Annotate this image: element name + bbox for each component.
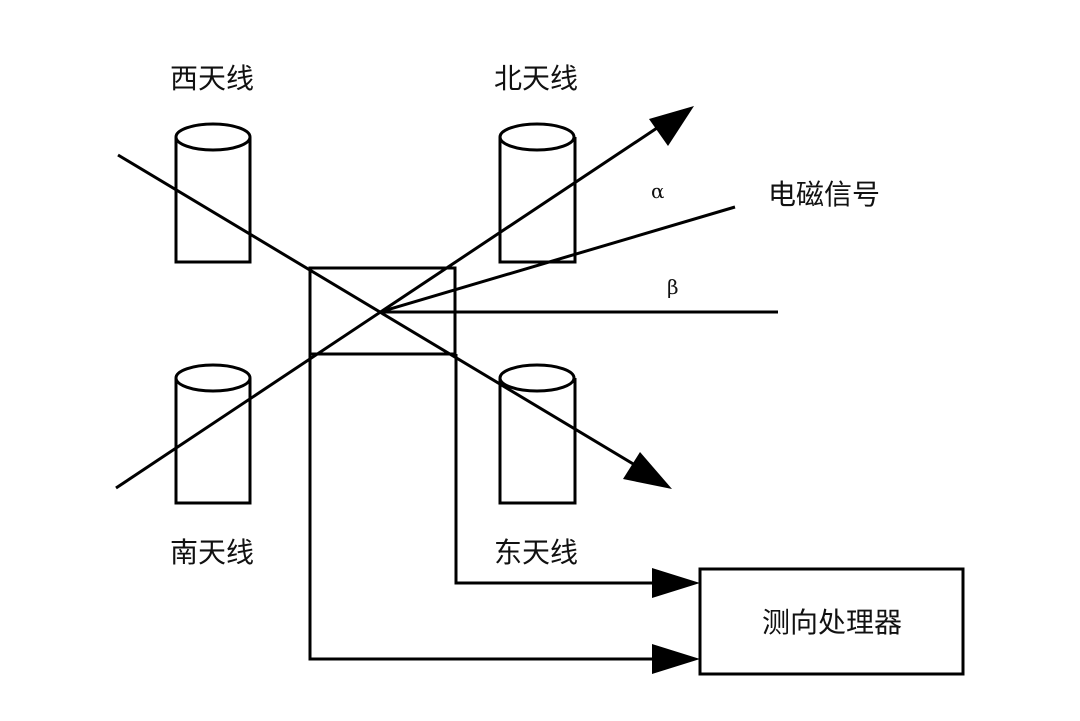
label-beta: β bbox=[667, 275, 679, 299]
label-signal: 电磁信号 bbox=[768, 178, 880, 211]
label-west-antenna: 西天线 bbox=[170, 62, 254, 95]
signal-line bbox=[379, 205, 736, 314]
axis-line-sw-ne bbox=[115, 124, 661, 490]
arrowhead-south-connection bbox=[652, 644, 700, 674]
antenna-north bbox=[498, 122, 577, 264]
label-processor: 测向处理器 bbox=[762, 606, 902, 639]
antenna-west bbox=[174, 122, 252, 264]
label-north-antenna: 北天线 bbox=[494, 62, 578, 95]
label-south-antenna: 南天线 bbox=[170, 536, 254, 569]
processor-box bbox=[698, 567, 965, 676]
label-east-antenna: 东天线 bbox=[494, 536, 578, 569]
south-connection-line bbox=[308, 354, 655, 661]
antenna-south bbox=[174, 363, 252, 505]
antenna-east bbox=[498, 363, 577, 505]
label-alpha: α bbox=[651, 179, 665, 203]
arrowhead-se bbox=[623, 452, 672, 489]
arrowhead-east-connection bbox=[652, 568, 700, 598]
arrowhead-ne bbox=[649, 106, 694, 146]
east-connection-line bbox=[454, 354, 655, 585]
